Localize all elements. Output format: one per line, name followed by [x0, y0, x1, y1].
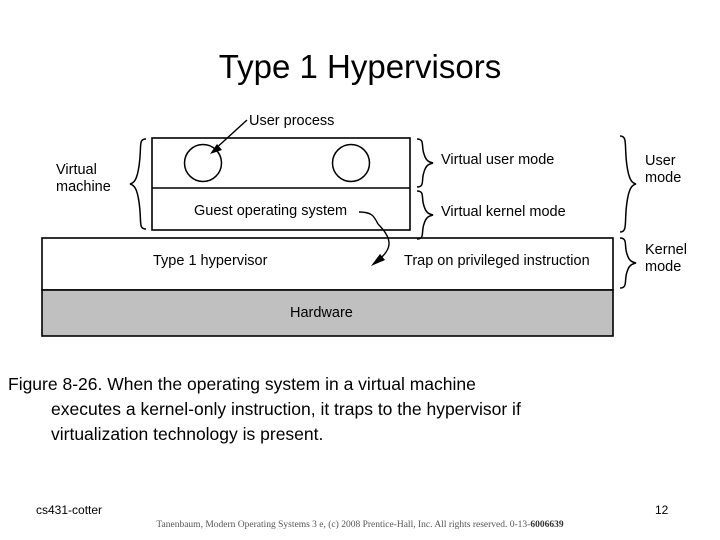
- figure-caption: Figure 8-26. When the operating system i…: [8, 372, 712, 447]
- caption-line-1: Figure 8-26. When the operating system i…: [8, 374, 476, 394]
- footer-copyright: Tanenbaum, Modern Operating Systems 3 e,…: [0, 519, 720, 531]
- label-guest-operating-system: Guest operating system: [194, 203, 348, 219]
- label-user-process: User process: [249, 113, 335, 129]
- kernel-mode-brace: [619, 237, 637, 289]
- label-kernel-mode-line2: mode: [645, 259, 682, 275]
- label-virtual-machine-line2: machine: [56, 179, 111, 195]
- user-process-leader-line: [212, 119, 248, 152]
- user-mode-brace: [619, 135, 637, 233]
- user-process-circle-right: [331, 143, 371, 183]
- guest-os-leader-line: [358, 211, 379, 225]
- copyright-text: Tanenbaum, Modern Operating Systems 3 e,…: [156, 520, 531, 530]
- caption-line-2: executes a kernel-only instruction, it t…: [51, 399, 521, 419]
- label-user-mode: User mode: [645, 153, 715, 187]
- user-process-circle-left: [183, 143, 223, 183]
- label-virtual-machine: Virtual machine: [56, 162, 136, 196]
- hardware-box: [41, 289, 614, 337]
- caption-line-3: virtualization technology is present.: [51, 424, 324, 444]
- footer-course-label: cs431-cotter: [36, 503, 103, 517]
- label-virtual-kernel-mode: Virtual kernel mode: [441, 204, 566, 220]
- copyright-isbn: 6006639: [530, 520, 564, 530]
- virtual-kernel-mode-brace: [416, 190, 434, 240]
- label-kernel-mode-line1: Kernel: [645, 242, 687, 258]
- slide-page-number: 12: [655, 503, 669, 517]
- label-kernel-mode: Kernel mode: [645, 242, 715, 276]
- label-virtual-user-mode: Virtual user mode: [441, 152, 555, 168]
- virtual-user-mode-brace: [416, 138, 434, 188]
- virtual-machine-brace: [129, 138, 147, 230]
- label-trap-on-privileged-instruction: Trap on privileged instruction: [404, 253, 590, 269]
- trap-arrowhead: [371, 254, 385, 266]
- hypervisor-diagram: User process Virtual machine Guest opera…: [0, 100, 720, 350]
- label-hardware: Hardware: [290, 305, 353, 321]
- label-user-mode-line1: User: [645, 153, 676, 169]
- label-user-mode-line2: mode: [645, 170, 682, 186]
- page-title: Type 1 Hypervisors: [218, 48, 502, 85]
- diagram-canvas: [41, 119, 637, 337]
- label-virtual-machine-line1: Virtual: [56, 162, 97, 178]
- label-type1-hypervisor: Type 1 hypervisor: [153, 253, 268, 269]
- user-process-arrowhead: [210, 144, 222, 154]
